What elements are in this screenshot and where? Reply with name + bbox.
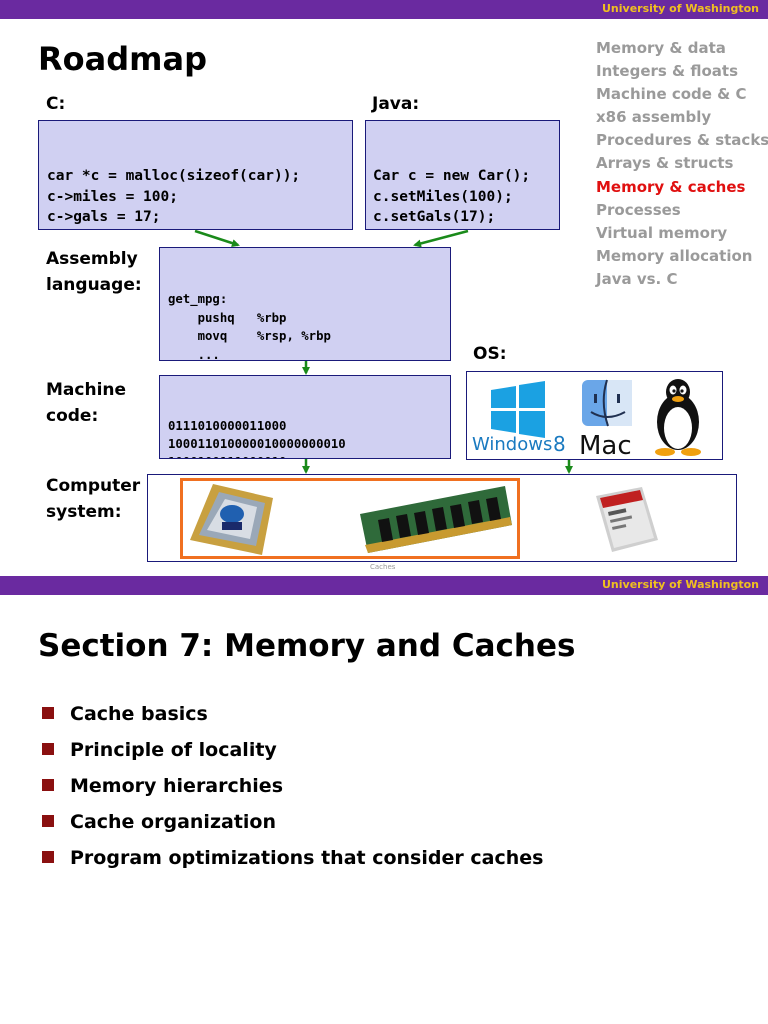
section-title: Section 7: Memory and Caches bbox=[38, 628, 576, 664]
roadmap-item: Memory & caches bbox=[596, 177, 746, 196]
java-code-box: Car c = new Car(); c.setMiles(100); c.setG… bbox=[365, 120, 560, 230]
roadmap-slide: University of Washington Roadmap C: Java… bbox=[0, 0, 768, 571]
windows-text: Windows bbox=[472, 434, 552, 455]
windows-logo-icon bbox=[491, 381, 545, 438]
roadmap-item: Java vs. C bbox=[596, 269, 678, 288]
section-slide: University of Washington Section 7: Memo… bbox=[0, 576, 768, 1024]
roadmap-item: Machine code & C bbox=[596, 85, 747, 104]
bullet-square-icon bbox=[42, 743, 54, 755]
topic-bullet: Cache organization bbox=[42, 804, 543, 840]
memory-highlight-box bbox=[180, 478, 520, 559]
bullet-square-icon bbox=[42, 851, 54, 863]
machine-code-lines: 0111010000011000 100011010000010000000010… bbox=[168, 417, 442, 458]
machine-code-box: 0111010000011000 100011010000010000000010… bbox=[159, 375, 451, 459]
c-code-box: car *c = malloc(sizeof(car)); c->miles = … bbox=[38, 120, 353, 230]
machine-label-line1: Machine bbox=[46, 380, 127, 400]
machine-label-line2: code: bbox=[46, 406, 99, 426]
bullet-square-icon bbox=[42, 707, 54, 719]
bullet-square-icon bbox=[42, 815, 54, 827]
mac-finder-icon bbox=[582, 379, 632, 427]
code-line: c.setMiles(100); bbox=[373, 188, 513, 205]
slide-title: Roadmap bbox=[38, 40, 207, 78]
os-logos: Windows 8 Mac bbox=[472, 379, 701, 461]
code-line: 1000100111000010 bbox=[168, 453, 442, 458]
c-code-lines: car *c = malloc(sizeof(car)); c->miles = … bbox=[47, 166, 344, 229]
ssd-drive-icon bbox=[596, 487, 658, 552]
mac-text: Mac bbox=[579, 431, 632, 458]
cpu-chip-icon bbox=[190, 484, 273, 555]
topic-bullet: Memory hierarchies bbox=[42, 768, 543, 804]
roadmap-item: Processes bbox=[596, 200, 681, 219]
code-line: c->gals = 17; bbox=[47, 209, 161, 225]
header-bar: University of Washington bbox=[0, 0, 768, 19]
assembly-label-line2: language: bbox=[46, 275, 142, 295]
topic-bullet: Principle of locality bbox=[42, 732, 543, 768]
java-code-lines: Car c = new Car(); c.setMiles(100); c.setG… bbox=[373, 166, 552, 229]
c-label: C: bbox=[46, 94, 66, 114]
topic-bullet: Cache basics bbox=[42, 696, 543, 732]
roadmap-item: Arrays & structs bbox=[596, 154, 734, 173]
code-line: get_mpg: bbox=[168, 292, 228, 306]
arrow-java-to-asm bbox=[413, 229, 469, 248]
roadmap-item: Memory & data bbox=[596, 39, 726, 57]
roadmap-item: Procedures & stacks bbox=[596, 131, 768, 150]
header-bar: University of Washington bbox=[0, 576, 768, 595]
bullet-text: Principle of locality bbox=[70, 739, 277, 761]
computer-label-line1: Computer bbox=[46, 476, 141, 496]
os-label: OS: bbox=[473, 344, 507, 364]
linux-tux-icon bbox=[655, 379, 701, 456]
code-line: ... bbox=[168, 347, 220, 361]
diagram-overlay bbox=[190, 229, 658, 555]
code-line: pushq %rbp bbox=[168, 310, 287, 325]
roadmap-item: Integers & floats bbox=[596, 62, 739, 81]
bullet-square-icon bbox=[42, 779, 54, 791]
institution-name: University of Washington bbox=[601, 2, 759, 15]
code-line: c->miles = 100; bbox=[47, 188, 178, 205]
footer-caption: Caches bbox=[370, 563, 396, 571]
computer-label-line2: system: bbox=[46, 502, 122, 522]
code-line: Car c = new Car(); bbox=[373, 168, 531, 184]
bullet-text: Memory hierarchies bbox=[70, 775, 283, 797]
assembly-code-box: get_mpg: pushq %rbp movq %rsp, %rbp ... … bbox=[159, 247, 451, 361]
institution-name: University of Washington bbox=[601, 578, 759, 591]
bullet-text: Program optimizations that consider cach… bbox=[70, 847, 544, 869]
arrow-c-to-asm bbox=[194, 229, 240, 247]
java-label: Java: bbox=[372, 94, 420, 114]
ram-module-icon bbox=[360, 486, 512, 553]
code-line: c.setGals(17); bbox=[373, 209, 496, 225]
assembly-label-line1: Assembly bbox=[46, 249, 138, 269]
roadmap-item: Memory allocation bbox=[596, 246, 753, 265]
roadmap-item: Virtual memory bbox=[596, 223, 728, 242]
os-box: Windows 8 Mac bbox=[466, 371, 723, 461]
roadmap-item: x86 assembly bbox=[596, 108, 712, 127]
assembly-code-lines: get_mpg: pushq %rbp movq %rsp, %rbp ... … bbox=[168, 290, 442, 361]
code-line: car *c = malloc(sizeof(car)); bbox=[47, 168, 301, 184]
topic-bullet: Program optimizations that consider cach… bbox=[42, 840, 543, 876]
code-line: movq %rsp, %rbp bbox=[168, 329, 331, 343]
code-line: 100011010000010000000010 bbox=[168, 437, 346, 451]
bullet-text: Cache basics bbox=[70, 703, 208, 725]
bullet-text: Cache organization bbox=[70, 811, 276, 833]
code-line: 0111010000011000 bbox=[168, 419, 287, 433]
windows-version: 8 bbox=[553, 432, 566, 456]
